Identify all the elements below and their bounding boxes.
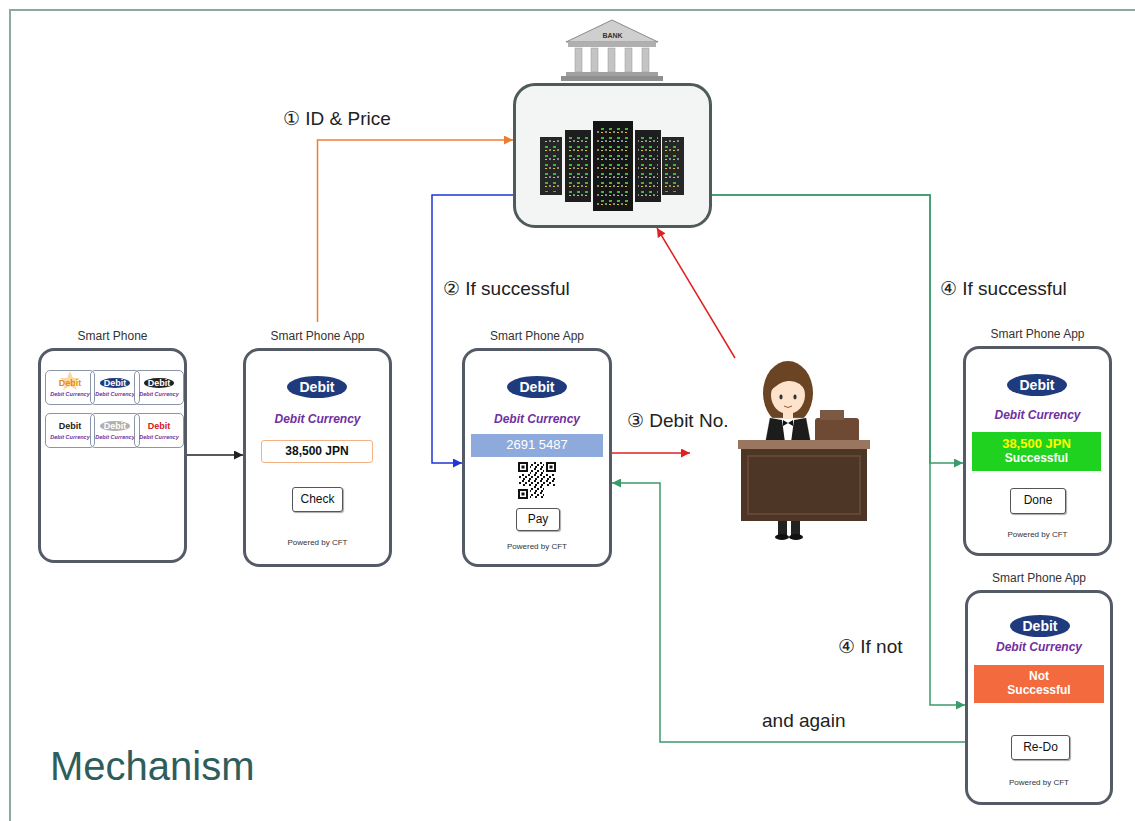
node-text: Debit bbox=[100, 378, 131, 388]
node-text: Debit bbox=[59, 378, 82, 388]
bank-sign: BANK bbox=[516, 32, 709, 40]
diagram-title: Mechanism bbox=[50, 744, 255, 789]
debit-logo: Debit bbox=[1007, 374, 1067, 396]
node-text: 38,500 JPN bbox=[285, 445, 348, 459]
node-text: Debit bbox=[59, 421, 82, 431]
edge-label: ③ Debit No. bbox=[627, 410, 728, 432]
node-text: Debit bbox=[1023, 618, 1058, 634]
edge-label: ④ If not bbox=[838, 636, 903, 658]
node-text: Debit bbox=[144, 378, 175, 388]
node-text: 38,500 JPN bbox=[1002, 437, 1071, 452]
app-subtitle: Debit Currency bbox=[968, 641, 1110, 655]
node-text: Debit Currency bbox=[139, 391, 178, 397]
app-icon: DebitDebit Currency bbox=[45, 413, 95, 448]
app-icon: DebitDebit Currency bbox=[45, 370, 95, 405]
edge-label: ① ID & Price bbox=[283, 108, 391, 130]
check-button: Check bbox=[292, 487, 343, 512]
frame bbox=[10, 10, 1135, 821]
node-text: Check bbox=[300, 493, 334, 507]
qr-code bbox=[517, 461, 557, 500]
redo-button: Re-Do bbox=[1011, 735, 1070, 760]
phone-screen: Smart Phone AppDebit CurrencyPowered by … bbox=[965, 590, 1113, 805]
cashier-art bbox=[738, 361, 870, 540]
powered-by: Powered by CFT bbox=[465, 542, 609, 551]
phone-screen: Smart Phone AppDebit CurrencyPowered by … bbox=[243, 348, 392, 567]
node-text: Debit Currency bbox=[139, 434, 178, 440]
phone-screen: Smart Phone AppDebit CurrencyPowered by … bbox=[963, 346, 1112, 556]
node-text: Not Successful bbox=[1004, 670, 1074, 698]
powered-by: Powered by CFT bbox=[966, 530, 1109, 539]
debit-logo: Debit bbox=[1010, 615, 1070, 637]
app-icon: DebitDebit Currency bbox=[134, 370, 184, 405]
phone-heading: Smart Phone App bbox=[968, 572, 1110, 586]
edge-label: and again bbox=[762, 710, 845, 732]
node-text: Successful bbox=[1005, 452, 1068, 466]
node-text: Debit bbox=[1020, 377, 1055, 393]
done-button: Done bbox=[1010, 488, 1066, 514]
flow-arrow bbox=[712, 195, 965, 705]
app-icon: DebitDebit Currency bbox=[134, 413, 184, 448]
node-text: Done bbox=[1024, 494, 1053, 508]
node-text: Debit Currency bbox=[95, 434, 134, 440]
success-banner: 38,500 JPNSuccessful bbox=[972, 432, 1101, 471]
price-field: 38,500 JPN bbox=[261, 440, 373, 463]
flow-arrow bbox=[612, 483, 965, 742]
edge-label: ② If successful bbox=[443, 278, 570, 300]
flow-arrow bbox=[612, 452, 690, 454]
cashier bbox=[690, 358, 870, 543]
node-text: Debit bbox=[148, 421, 171, 431]
powered-by: Powered by CFT bbox=[968, 778, 1110, 787]
debit-number: 2691 5487 bbox=[471, 434, 603, 457]
app-icon: DebitDebit Currency bbox=[90, 413, 140, 448]
flow-arrow bbox=[187, 454, 243, 456]
phone-heading: Smart Phone App bbox=[465, 330, 609, 344]
edge-label: ④ If successful bbox=[940, 278, 1067, 300]
debit-logo: Debit bbox=[287, 376, 347, 398]
pay-button: Pay bbox=[516, 508, 560, 531]
smart-phone: Smart PhoneDebitDebit CurrencyDebitDebit… bbox=[38, 348, 187, 563]
node-text: Debit Currency bbox=[50, 391, 89, 397]
phone-heading: Smart Phone bbox=[41, 330, 184, 344]
flow-arrow bbox=[657, 228, 735, 358]
app-subtitle: Debit Currency bbox=[465, 413, 609, 427]
node-text: Debit Currency bbox=[50, 434, 89, 440]
node-text: Debit bbox=[520, 379, 555, 395]
app-subtitle: Debit Currency bbox=[246, 413, 389, 427]
debit-logo: Debit bbox=[507, 376, 567, 398]
phone-screen: Smart Phone AppDebit CurrencyPowered by … bbox=[462, 348, 612, 567]
bank-server: BANK bbox=[513, 83, 712, 228]
phone-heading: Smart Phone App bbox=[246, 330, 389, 344]
node-text: Debit Currency bbox=[95, 391, 134, 397]
node-text: Debit bbox=[300, 379, 335, 395]
node-text: Pay bbox=[528, 513, 549, 527]
app-subtitle: Debit Currency bbox=[966, 409, 1109, 423]
node-text: Debit bbox=[100, 421, 131, 431]
failure-banner: Not Successful bbox=[974, 665, 1104, 703]
node-text: Re-Do bbox=[1023, 741, 1058, 755]
app-icon: DebitDebit Currency bbox=[90, 370, 140, 405]
node-text: 2691 5487 bbox=[506, 438, 567, 453]
powered-by: Powered by CFT bbox=[246, 538, 389, 547]
phone-heading: Smart Phone App bbox=[966, 328, 1109, 342]
flow-arrow bbox=[712, 195, 963, 463]
bank-server-art bbox=[514, 20, 711, 227]
